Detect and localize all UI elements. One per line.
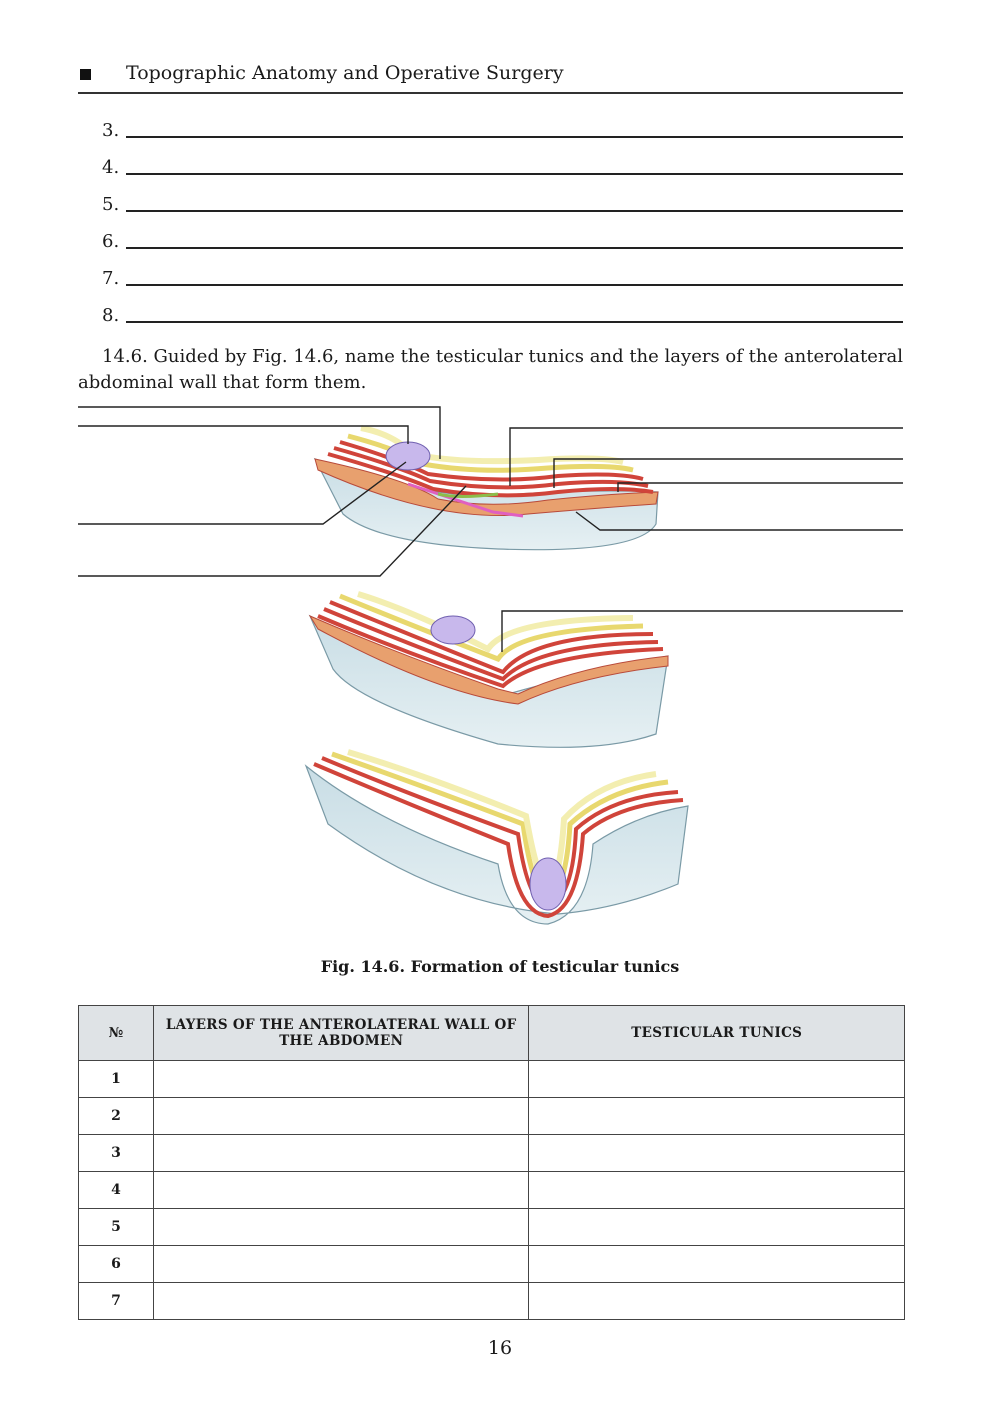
layer-cell[interactable] bbox=[153, 1172, 529, 1209]
answer-line[interactable]: 8. bbox=[100, 301, 903, 338]
layer-cell[interactable] bbox=[153, 1283, 529, 1320]
table-row: 3 bbox=[79, 1135, 905, 1172]
layer-cell[interactable] bbox=[153, 1209, 529, 1246]
tunic-cell[interactable] bbox=[529, 1283, 905, 1320]
line-number: 6. bbox=[102, 231, 119, 252]
table-row: 2 bbox=[79, 1098, 905, 1135]
fill-in-rule bbox=[126, 210, 903, 212]
layer-cell[interactable] bbox=[153, 1061, 529, 1098]
stage-2-diagram bbox=[310, 594, 668, 747]
tunic-cell[interactable] bbox=[529, 1209, 905, 1246]
leader-line bbox=[618, 483, 903, 492]
table-row: 5 bbox=[79, 1209, 905, 1246]
fill-in-rule bbox=[126, 173, 903, 175]
tunic-cell[interactable] bbox=[529, 1246, 905, 1283]
table-row: 4 bbox=[79, 1172, 905, 1209]
book-title: Topographic Anatomy and Operative Surger… bbox=[126, 62, 564, 84]
running-header: Topographic Anatomy and Operative Surger… bbox=[78, 60, 903, 94]
fill-in-rule bbox=[126, 284, 903, 286]
column-header-abdominal-layers: LAYERS OF THE ANTEROLATERAL WALL OF THE … bbox=[153, 1006, 529, 1061]
table-row: 7 bbox=[79, 1283, 905, 1320]
answer-line[interactable]: 7. bbox=[100, 264, 903, 301]
tunic-cell[interactable] bbox=[529, 1098, 905, 1135]
answer-line[interactable]: 5. bbox=[100, 190, 903, 227]
layer-cell[interactable] bbox=[153, 1246, 529, 1283]
row-number: 7 bbox=[79, 1283, 154, 1320]
row-number: 1 bbox=[79, 1061, 154, 1098]
table-row: 6 bbox=[79, 1246, 905, 1283]
row-number: 5 bbox=[79, 1209, 154, 1246]
bullet-square-icon bbox=[80, 69, 91, 80]
fill-in-rule bbox=[126, 247, 903, 249]
tunic-cell[interactable] bbox=[529, 1061, 905, 1098]
row-number: 2 bbox=[79, 1098, 154, 1135]
tunic-cell[interactable] bbox=[529, 1172, 905, 1209]
column-header-number: № bbox=[79, 1006, 154, 1061]
fill-in-rule bbox=[126, 321, 903, 323]
answer-line[interactable]: 4. bbox=[100, 153, 903, 190]
line-number: 7. bbox=[102, 268, 119, 289]
line-number: 4. bbox=[102, 157, 119, 178]
task-prompt: 14.6. Guided by Fig. 14.6, name the test… bbox=[78, 344, 903, 396]
line-number: 5. bbox=[102, 194, 119, 215]
tunics-table: № LAYERS OF THE ANTEROLATERAL WALL OF TH… bbox=[78, 1005, 905, 1320]
layer-cell[interactable] bbox=[153, 1098, 529, 1135]
row-number: 6 bbox=[79, 1246, 154, 1283]
line-number: 8. bbox=[102, 305, 119, 326]
column-header-testicular-tunics: TESTICULAR TUNICS bbox=[529, 1006, 905, 1061]
stage-3-diagram bbox=[306, 752, 688, 924]
table-header-row: № LAYERS OF THE ANTEROLATERAL WALL OF TH… bbox=[79, 1006, 905, 1061]
figure-testicular-tunics bbox=[78, 404, 903, 944]
stage-1-diagram bbox=[315, 428, 658, 550]
testicular-tunics-illustration bbox=[78, 404, 903, 944]
layer-cell[interactable] bbox=[153, 1135, 529, 1172]
page-number: 16 bbox=[0, 1337, 1000, 1359]
fill-in-rule bbox=[126, 136, 903, 138]
answer-line[interactable]: 6. bbox=[100, 227, 903, 264]
figure-caption: Fig. 14.6. Formation of testicular tunic… bbox=[0, 957, 1000, 976]
row-number: 3 bbox=[79, 1135, 154, 1172]
line-number: 3. bbox=[102, 120, 119, 141]
table-row: 1 bbox=[79, 1061, 905, 1098]
answer-lines: 3. 4. 5. 6. 7. 8. bbox=[100, 116, 903, 338]
row-number: 4 bbox=[79, 1172, 154, 1209]
tunic-cell[interactable] bbox=[529, 1135, 905, 1172]
answer-line[interactable]: 3. bbox=[100, 116, 903, 153]
